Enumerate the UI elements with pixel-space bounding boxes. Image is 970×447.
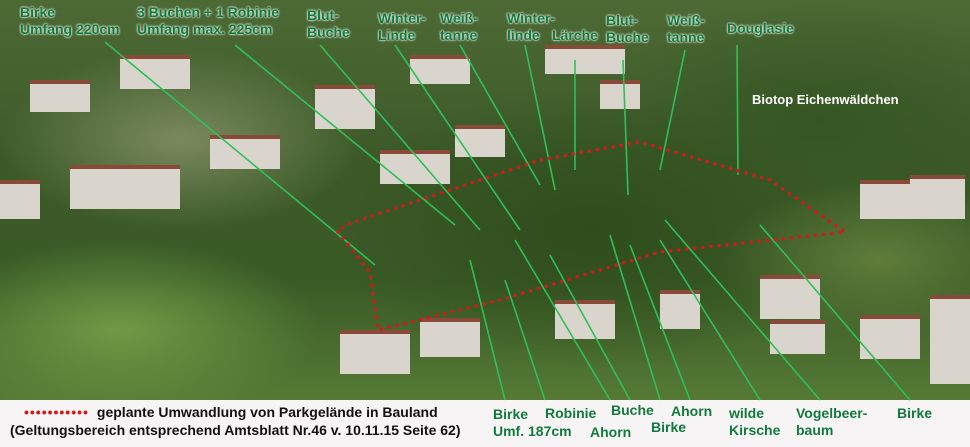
planned-area-boundary [335,140,850,333]
leader-lines [104,41,911,401]
label-robinie: Robinie [545,405,597,421]
legend: ••••••••••• geplante Umwandlung von Parkg… [10,403,461,439]
leader-line [504,279,546,401]
leader-line [234,44,456,226]
leader-line [659,49,686,171]
label-vogelbeerbaum: Vogelbeer-baum [796,405,868,438]
leader-line [469,259,506,401]
label-ahorn: Ahorn [590,424,632,440]
leader-line [549,254,631,401]
label-birke-3: Birke [897,405,933,421]
legend-line2: (Geltungsbereich entsprechend Amtsblatt … [10,422,461,438]
leader-line [524,44,556,191]
leader-line [459,44,541,186]
leader-line [736,44,739,176]
leader-line [759,224,911,401]
leader-line [629,244,691,401]
leader-line [659,239,761,401]
leader-line [609,234,661,401]
label-weisstanne-2: Weiß-tanne [667,12,705,45]
legend-line1: geplante Umwandlung von Parkgelände in B… [96,404,438,420]
leader-line [664,219,821,401]
label-buche: Buche [611,402,654,418]
legend-boundary-symbol: ••••••••••• [24,404,89,420]
leader-line [319,44,481,231]
label-laerche: Lärche [552,27,598,43]
leader-line [394,44,521,231]
leader-line [622,59,629,196]
label-douglasie: Douglasie [727,20,794,36]
label-birke-2: Birke [651,419,687,435]
label-blut-buche: Blut-Buche [307,7,350,40]
label-blut-buche-2: Blut-Buche [606,12,649,45]
label-winterlinde: Winter-linde [507,10,556,43]
leader-line [514,239,611,401]
label-biotop: Biotop Eichenwäldchen [752,92,899,107]
label-ahorn-2: Ahorn [671,403,713,419]
aerial-photo [0,0,970,400]
label-weisstanne: Weiß-tanne [440,10,478,43]
leader-line [104,41,376,266]
label-winter-linde: Winter-Linde [378,10,427,43]
